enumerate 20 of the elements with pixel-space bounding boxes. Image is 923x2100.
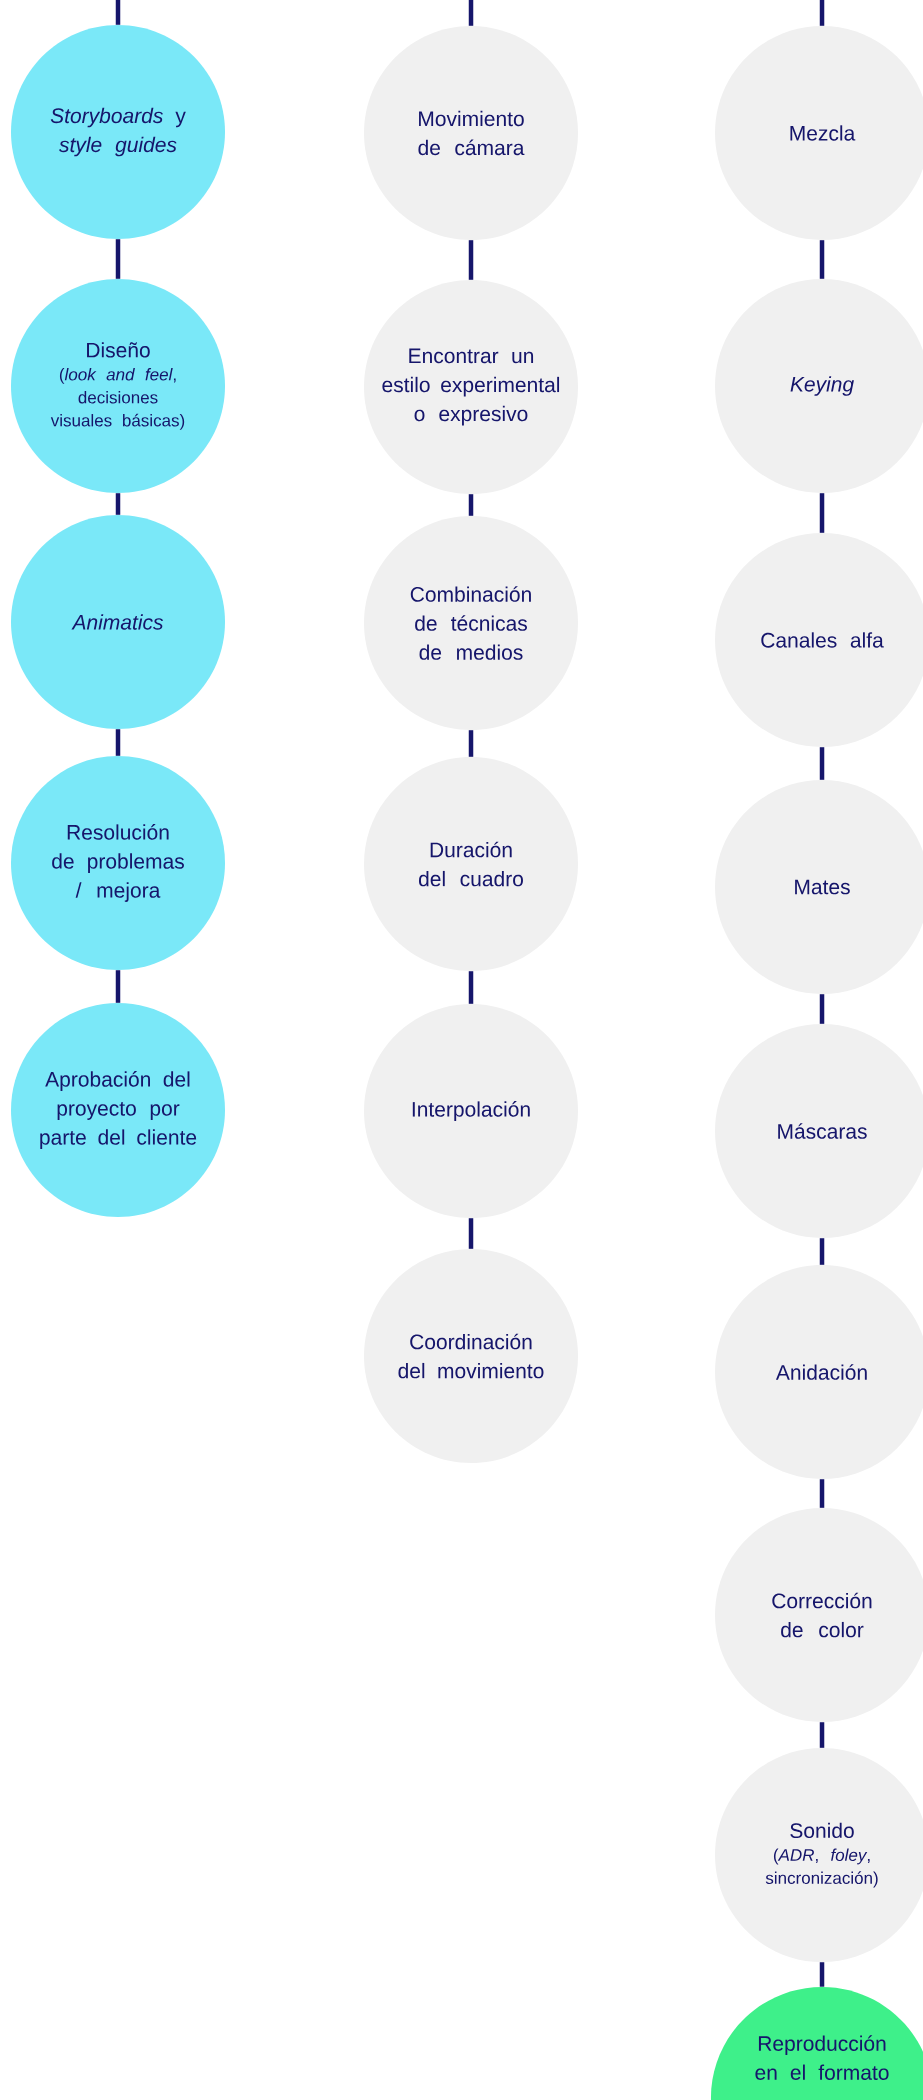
connector-line (819, 240, 825, 279)
connector-line (468, 730, 474, 757)
connector-line (115, 0, 121, 25)
connector-line (115, 729, 121, 756)
connector-line (819, 994, 825, 1024)
connector-line (819, 1722, 825, 1748)
connector-line (819, 1479, 825, 1508)
connector-line (115, 970, 121, 1003)
connector-line (468, 240, 474, 280)
connector-line (468, 494, 474, 516)
connector-line (819, 0, 825, 26)
connector-line (468, 1218, 474, 1249)
connector-line (115, 239, 121, 279)
connector-line (819, 1962, 825, 1987)
connector-line (819, 747, 825, 780)
connector-line (468, 971, 474, 1004)
connector-line (115, 493, 121, 515)
connector-line (819, 1238, 825, 1265)
connector-line (468, 0, 474, 26)
connector-line (819, 493, 825, 533)
